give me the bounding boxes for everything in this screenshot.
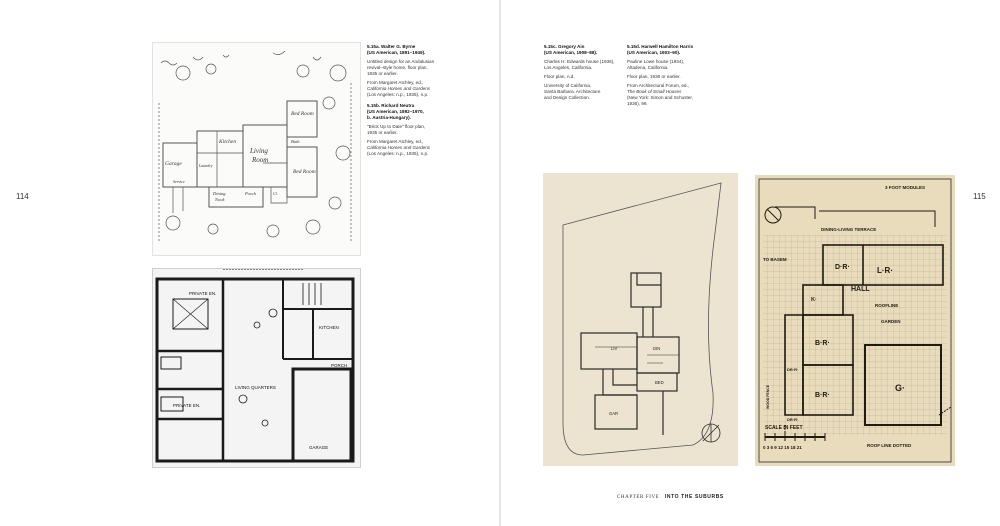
label-laundry: Laundry	[198, 163, 213, 168]
label-roofline-dotted: ROOF LINE DOTTED	[867, 443, 912, 448]
caption-harris-desc-2: Altadena, California.	[627, 65, 669, 70]
label-br-1: B·R·	[815, 340, 830, 347]
caption-byrne-desc-2: revival–style home, floor plan,	[367, 65, 428, 70]
caption-harris-source-1: From Architectural Forum, ed.,	[627, 83, 690, 88]
caption-byrne-dates: (US American, 1891–1949).	[367, 50, 426, 55]
label-bed-room-1: Bed Room	[291, 111, 314, 117]
caption-ain-dates: (US American, 1908–88).	[544, 50, 598, 55]
label-garden: GARDEN	[881, 319, 901, 324]
label-bed-room-2: Bed Room	[293, 169, 316, 175]
caption-neutra-dates-2: b. Austria-Hungary).	[367, 115, 411, 120]
caption-byrne: 5.15a. Walter G. Byrne (US American, 189…	[367, 44, 472, 160]
label-porch: Porch	[244, 191, 257, 196]
label-scale: SCALE IN FEET	[765, 425, 803, 431]
label-garage: G·	[895, 383, 905, 393]
label-liv: LIV	[611, 346, 617, 351]
caption-neutra-dates-1: (US American, 1892–1970,	[367, 109, 424, 114]
caption-ain-source-1: University of California,	[544, 83, 592, 88]
caption-harris-source-3: (New York: Simon and Schuster,	[627, 95, 693, 100]
caption-byrne-source-2: California Homes and Gardens	[367, 86, 431, 91]
page-number-right: 115	[973, 192, 986, 201]
label-bath: Bath	[291, 139, 300, 144]
label-lr: L·R·	[877, 266, 893, 275]
label-to-basement: TO BASEM	[763, 257, 787, 262]
caption-byrne-source-3: (Los Angeles: n.p., 1935), n.p.	[367, 92, 429, 97]
label-dining-terrace: DINING-LIVING TERRACE	[821, 227, 876, 232]
label-dining: Dining	[212, 191, 226, 196]
caption-harris-desc-1: Pauline Lowe house (1934),	[627, 59, 685, 64]
caption-harris-dates: (US American, 1903–90).	[627, 50, 681, 55]
footer-running-head: CHAPTER FIVE INTO THE SUBURBS	[617, 494, 724, 500]
label-din: DIN	[653, 346, 660, 351]
label-br-2: B·R·	[815, 392, 830, 399]
footer-chapter: CHAPTER FIVE	[617, 495, 660, 500]
caption-ain-desc-1: Charles H. Edwards house (1936),	[544, 59, 615, 64]
caption-ain-source-3: and Design Collection.	[544, 95, 590, 100]
caption-harris-source-4: 1936), 99.	[627, 101, 648, 106]
label-closet: Cl.	[273, 191, 278, 196]
label-kitchen: Kitchen	[218, 139, 236, 145]
label-living: Living	[249, 147, 268, 155]
label-drr-1: DR·R·	[787, 367, 798, 372]
caption-neutra-desc-1: "Brick Up to Date" floor plan,	[367, 124, 426, 129]
label-garage: GARAGE	[309, 445, 328, 450]
footer-title: INTO THE SUBURBS	[664, 494, 724, 500]
label-gar: GAR	[609, 411, 618, 416]
label-kitchen: KITCHEN	[319, 325, 339, 330]
caption-neutra-heading: 5.15b. Richard Neutra	[367, 103, 415, 108]
plan-harris: 3 FOOT MODULES DINING-LIVING TERRACE TO …	[755, 175, 955, 466]
caption-harris: 5.15d. Harwell Hamilton Harris (US Ameri…	[627, 44, 727, 110]
label-porch: PORCH	[331, 363, 347, 368]
caption-byrne-desc-3: 1935 or earlier.	[367, 71, 398, 76]
label-dr: D·R·	[835, 264, 850, 271]
caption-harris-plan: Floor plan, 1936 or earlier.	[627, 74, 681, 79]
label-room: Room	[251, 156, 268, 164]
caption-ain-heading: 5.15c. Gregory Ain	[544, 44, 585, 49]
label-roofline-top: ROOFLINE	[875, 303, 898, 308]
caption-ain-plan: Floor plan, n.d.	[544, 74, 575, 79]
caption-ain: 5.15c. Gregory Ain (US American, 1908–88…	[544, 44, 624, 104]
caption-neutra-desc-2: 1935 or earlier.	[367, 130, 398, 135]
label-bed: BED	[655, 380, 664, 385]
plan-neutra: PRIVATE EN. PRIVATE EN. KITCHEN PORCH LI…	[152, 268, 361, 468]
caption-harris-source-2: The Book of Small Houses	[627, 89, 682, 94]
spread-gutter	[499, 0, 501, 526]
plan-ain: LIV DIN BED GAR	[543, 173, 738, 466]
label-private-en-1: PRIVATE EN.	[189, 291, 216, 296]
caption-ain-source-2: Santa Barbara. Architecture	[544, 89, 601, 94]
plan-byrne: Garage Kitchen Living Room Bed Room Bed …	[152, 42, 361, 256]
caption-harris-heading: 5.15d. Harwell Hamilton Harris	[627, 44, 694, 49]
caption-byrne-source-1: From Margaret Atchley, ed.,	[367, 80, 424, 85]
label-service: Service	[173, 179, 185, 184]
label-k: K·	[811, 297, 817, 303]
caption-neutra-source-1: From Margaret Atchley, ed.,	[367, 139, 424, 144]
label-wood-fence: WOOD FENCE	[766, 384, 770, 409]
label-nook: Nook	[214, 197, 226, 202]
label-private-en-2: PRIVATE EN.	[173, 403, 200, 408]
label-drr-2: DR·R·	[787, 417, 798, 422]
caption-neutra-source-2: California Homes and Gardens	[367, 145, 431, 150]
label-garage: Garage	[165, 161, 182, 167]
label-living-quarters: LIVING QUARTERS	[235, 385, 276, 390]
page-number-left: 114	[16, 192, 29, 201]
caption-byrne-desc-1: Untitled design for an Andalusian	[367, 59, 435, 64]
caption-ain-desc-2: Los Angeles, California.	[544, 65, 593, 70]
label-hall: HALL	[851, 286, 870, 293]
label-modules: 3 FOOT MODULES	[885, 185, 925, 190]
label-scale-numbers: 0 3 6 9 12 15 18 21	[763, 445, 802, 450]
caption-neutra-source-3: (Los Angeles: n.p., 1935), n.p.	[367, 151, 429, 156]
caption-byrne-heading: 5.15a. Walter G. Byrne	[367, 44, 416, 49]
